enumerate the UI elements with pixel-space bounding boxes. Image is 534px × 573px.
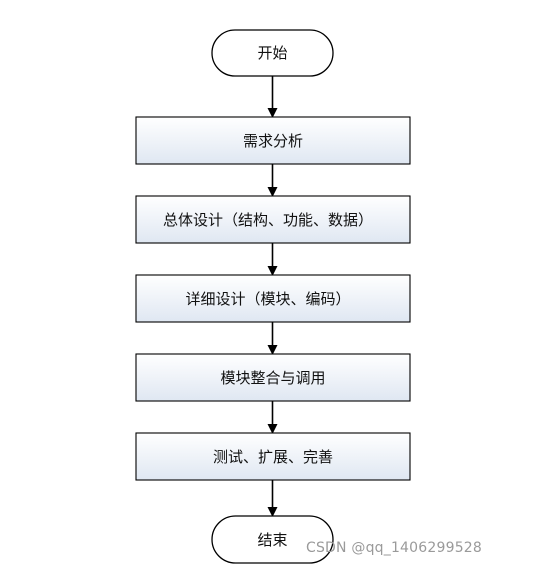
process-box-requirements: 需求分析 [135,116,411,165]
process-label: 需求分析 [243,132,303,150]
start-label: 开始 [257,44,287,62]
end-label: 结束 [257,531,287,549]
csdn-watermark: CSDN @qq_1406299528 [306,540,483,556]
start-terminal: 开始 [211,29,334,77]
process-box-integration: 模块整合与调用 [135,353,411,402]
process-label: 模块整合与调用 [220,369,325,387]
end-terminal: 结束 [211,515,334,564]
process-label: 测试、扩展、完善 [213,448,333,466]
process-label: 详细设计（模块、编码） [185,290,350,308]
process-box-detailed-design: 详细设计（模块、编码） [135,274,411,323]
process-box-testing: 测试、扩展、完善 [135,432,411,481]
process-label: 总体设计（结构、功能、数据） [163,211,373,229]
process-box-overall-design: 总体设计（结构、功能、数据） [135,195,411,244]
